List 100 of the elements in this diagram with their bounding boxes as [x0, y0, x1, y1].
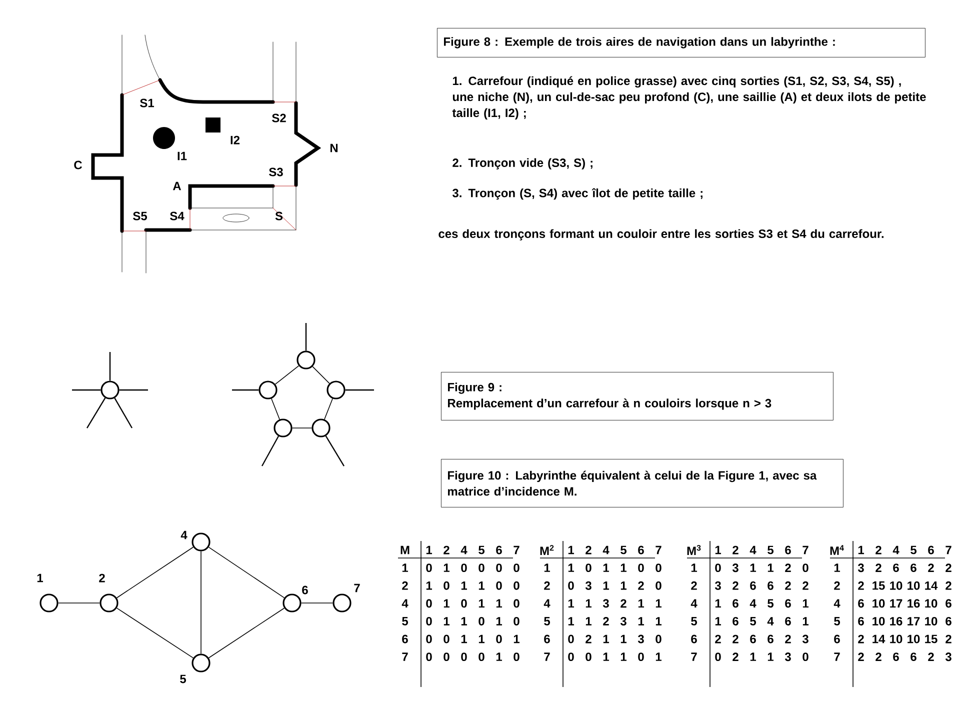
matrix-label: 7 — [802, 546, 808, 554]
vertex-label: 2 — [99, 574, 105, 582]
matrix-cell: 2 — [732, 652, 738, 661]
matrix-cell: 1 — [586, 599, 592, 608]
corridor-line — [86, 398, 106, 428]
vertex-circle — [296, 350, 316, 370]
matrix-label: 7 — [691, 652, 697, 661]
matrix-cell: 1 — [461, 634, 467, 644]
matrix-cell: 6 — [785, 616, 791, 626]
matrix-cell: 6 — [858, 616, 864, 626]
matrix-cell: 5 — [750, 617, 756, 626]
matrix-label: 6 — [402, 634, 408, 644]
matrix-cell: 1 — [586, 617, 592, 626]
matrix-cell: 1 — [620, 652, 626, 661]
matrix-label: 4 — [892, 546, 900, 554]
vertex-circle — [282, 594, 302, 612]
matrix-label: 1 — [858, 546, 864, 554]
matrix-cell: 14 — [925, 581, 938, 590]
matrix-label: 6 — [785, 546, 791, 554]
matrix-cell: 2 — [858, 581, 864, 590]
matrix-cell: 2 — [785, 581, 791, 590]
matrix-label: M$^{4}$ — [830, 545, 844, 555]
matrix-label: 1 — [691, 564, 697, 572]
vertex-label: 7 — [354, 584, 360, 592]
matrix-cell: 0 — [586, 652, 592, 662]
matrix-cell: 1 — [478, 634, 484, 644]
matrix-label: 2 — [732, 546, 738, 554]
corridor-line — [114, 398, 133, 428]
matrix-label: 5 — [544, 617, 550, 626]
matrix-cell: 0 — [656, 634, 662, 644]
matrix-cell: 3 — [602, 599, 609, 608]
vertex-circle — [100, 594, 118, 612]
matrix-label: 4 — [602, 546, 610, 554]
matrix-cell: 3 — [858, 564, 864, 572]
matrix-label: 1 — [544, 564, 550, 572]
matrix-cell: 0 — [638, 652, 644, 662]
matrix-cell: 4 — [767, 617, 774, 626]
matrix-cell: 17 — [908, 617, 920, 626]
matrix-cell: 2 — [732, 634, 738, 644]
edge-line — [274, 365, 300, 385]
matrix-cell: 1 — [444, 564, 450, 572]
matrix-cell: 6 — [732, 616, 738, 626]
matrix-label: 5 — [691, 617, 697, 626]
matrix-cell: 6 — [785, 599, 791, 608]
matrix-cell: 2 — [603, 617, 609, 626]
part-label: S3 — [269, 168, 283, 176]
matrix-cell: 16 — [908, 599, 920, 608]
edge-line — [116, 608, 194, 658]
matrix-cell: 0 — [496, 634, 502, 644]
vertex-circle — [258, 380, 278, 400]
matrix-label: 6 — [691, 634, 697, 644]
matrix-label: 5 — [402, 617, 408, 626]
matrix-cell: 1 — [750, 652, 756, 661]
edge-line — [208, 546, 285, 598]
vertex-circle — [274, 418, 292, 438]
matrix-label: 2 — [444, 546, 450, 554]
vertex-circle — [312, 418, 330, 438]
matrix-cell: 5 — [768, 599, 774, 608]
matrix-cell: 1 — [768, 564, 774, 572]
matrix-cell: 3 — [638, 634, 644, 644]
matrix-cell: 0 — [478, 564, 484, 572]
matrix-cell: 15 — [925, 634, 938, 644]
matrix-cell: 2 — [928, 652, 934, 661]
corridor-line — [261, 436, 280, 466]
matrix-cell: 2 — [946, 581, 952, 590]
matrix-cell: 2 — [732, 581, 738, 590]
matrix-label: 1 — [426, 546, 432, 554]
matrix-cell: 0 — [444, 581, 450, 590]
vertex-circle — [40, 594, 58, 612]
matrix-label: 2 — [691, 581, 697, 590]
matrix-cell: 1 — [461, 581, 467, 590]
vertex-label: 4 — [180, 530, 188, 540]
matrix-label: 2 — [876, 546, 882, 554]
matrix-label: 5 — [478, 546, 484, 554]
matrix-cell: 1 — [656, 652, 662, 661]
matrix-cell: 1 — [461, 617, 467, 626]
matrix-cell: 0 — [461, 564, 467, 572]
matrix-label: 6 — [834, 634, 840, 644]
matrix-cell: 1 — [750, 564, 756, 572]
matrix-cell: 1 — [568, 564, 574, 572]
matrix-cell: 3 — [585, 581, 592, 590]
vertex-circle — [332, 594, 352, 612]
vertex-circle — [100, 380, 120, 400]
part-label: C — [74, 160, 82, 170]
matrix-cell: 0 — [478, 652, 484, 662]
matrix-label: 1 — [715, 546, 721, 554]
matrix-cell: 6 — [768, 634, 774, 644]
matrix-cell: 10 — [890, 581, 902, 590]
paragraph: 2. Tronçon vide (S3, S) ; — [452, 158, 592, 170]
matrix-cell: 1 — [568, 599, 574, 608]
matrix-cell: 1 — [620, 581, 626, 590]
matrix-cell: 0 — [514, 599, 520, 608]
matrix-cell: 2 — [620, 599, 626, 608]
part-label: S1 — [140, 98, 154, 108]
matrix-label: 7 — [544, 652, 550, 661]
matrix-cell: 1 — [426, 581, 432, 590]
matrix-cell: 10 — [925, 599, 938, 608]
part-label: N — [330, 144, 338, 152]
matrix-cell: 1 — [638, 599, 644, 608]
matrix-cell: 6 — [910, 652, 916, 662]
